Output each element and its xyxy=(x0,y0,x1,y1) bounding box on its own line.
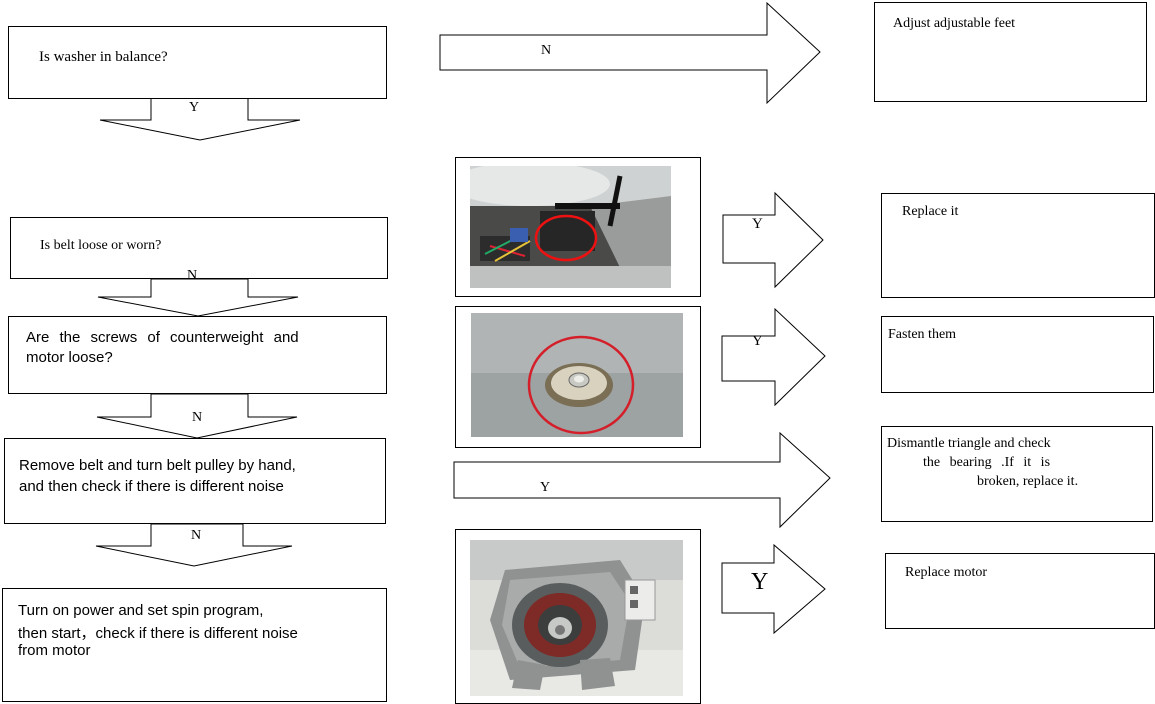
adjust-feet-box xyxy=(874,2,1147,102)
balance-yes-label: Y xyxy=(189,100,200,115)
no-arrow-balance xyxy=(439,1,821,105)
motor-question-box xyxy=(2,588,387,702)
pulley-yes-label: Y xyxy=(540,480,551,495)
screws-question-line1: Are the screws of counterweight and xyxy=(26,329,299,346)
no-arrow-belt xyxy=(97,278,299,317)
pulley-question-line2: and then check if there is different noi… xyxy=(19,478,284,495)
screws-question-line2: motor loose? xyxy=(26,349,113,366)
screw-photo xyxy=(471,313,683,437)
replace-motor-text: Replace motor xyxy=(905,565,988,580)
pulley-question-box xyxy=(4,438,386,524)
replace-belt-text: Replace it xyxy=(902,204,959,219)
belt-yes-label: Y xyxy=(752,216,763,232)
replace-belt-box xyxy=(881,193,1155,298)
yes-arrow-belt xyxy=(722,191,824,289)
yes-arrow-motor xyxy=(721,543,826,635)
balance-question-text: Is washer in balance? xyxy=(39,49,168,65)
belt-photo xyxy=(470,166,671,288)
yes-arrow-pulley xyxy=(453,431,831,529)
belt-no-label: N xyxy=(187,268,198,283)
belt-question-text: Is belt loose or worn? xyxy=(40,238,162,253)
dismantle-text-line3: broken, replace it. xyxy=(977,474,1079,489)
dismantle-text-line2: the bearing .If it is xyxy=(923,455,1051,470)
motor-photo xyxy=(470,540,683,696)
screws-yes-label: Y xyxy=(752,333,763,349)
no-arrow-screws xyxy=(96,393,298,439)
dismantle-box xyxy=(881,426,1153,522)
pulley-question-line1: Remove belt and turn belt pulley by hand… xyxy=(19,457,296,474)
motor-question-line1: Turn on power and set spin program, xyxy=(18,602,264,619)
replace-motor-box xyxy=(885,553,1155,629)
yes-arrow-balance xyxy=(99,97,301,141)
dismantle-text-line1: Dismantle triangle and check xyxy=(887,436,1051,451)
fasten-box xyxy=(881,316,1154,393)
balance-question-box xyxy=(8,26,387,99)
yes-arrow-screws xyxy=(721,307,826,407)
screws-question-box xyxy=(8,316,387,394)
no-arrow-pulley xyxy=(95,523,293,567)
screws-no-label: N xyxy=(192,410,203,425)
fasten-text: Fasten them xyxy=(888,327,957,342)
balance-no-label: N xyxy=(541,43,552,58)
pulley-no-label: N xyxy=(191,528,202,543)
belt-question-box xyxy=(10,217,388,279)
motor-question-line3: from motor xyxy=(18,642,91,659)
adjust-feet-text: Adjust adjustable feet xyxy=(893,16,1016,31)
motor-question-line2: then start，check if there is different n… xyxy=(18,625,298,642)
motor-yes-label: Y xyxy=(751,569,769,595)
